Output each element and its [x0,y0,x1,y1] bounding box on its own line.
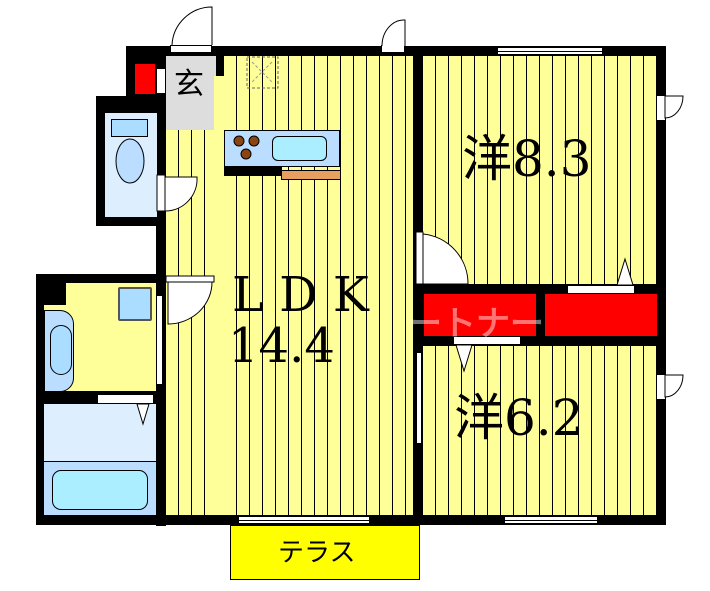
kitchen-base [224,166,282,176]
closet-1-sliding-door[interactable] [568,286,634,293]
ldk-label-line1: L D K [232,267,369,323]
ldk-top-door[interactable] [381,19,407,47]
western-room-1-floor [423,56,656,284]
washroom-door[interactable] [165,275,216,326]
toilet-door[interactable] [156,174,198,213]
genkan-label: 玄 [174,67,204,102]
western-room-2-ext-door-gap [657,375,665,399]
closet-1-door-marker [616,257,634,286]
bathtub [52,470,148,510]
closet-2-sliding-door[interactable] [454,337,520,344]
bathroom [44,404,156,462]
toilet-tank [111,119,148,137]
western-room-1-ext-door[interactable] [664,95,685,120]
western-room-1-label: 洋8.3 [462,130,592,188]
western-room-2-ext-door[interactable] [664,374,685,399]
western-room-2-floor [423,346,656,515]
bath-door-marker [136,403,150,426]
ldk-floor-notch [214,76,224,515]
kitchen-shelf [281,170,341,180]
entrance-door-gap [170,45,212,53]
bathroom-door[interactable] [98,395,153,403]
western-room-1-door[interactable] [415,231,472,286]
western-room-2-window[interactable] [505,516,597,524]
shoe-closet [135,64,155,94]
washroom-corner [44,283,66,305]
stove-burners-icon [233,135,260,160]
closet-2-door-marker [455,344,473,373]
genkan-floor [166,56,216,130]
western-room-2-sliding-door[interactable] [416,352,422,444]
washbasin-bowl [50,325,72,375]
western-room-2-label: 洋6.2 [454,389,584,447]
ldk-label-line2: 14.4 [228,318,335,374]
toilet-bowl-icon [115,138,145,184]
washing-machine-pan [118,287,152,321]
wall-top [214,46,666,56]
shoe-closet-door[interactable] [156,68,166,94]
closet-western-1 [545,294,657,336]
entrance-door[interactable] [170,5,214,47]
washroom-sliding-door[interactable] [156,295,163,385]
ceiling-hatch-icon [246,56,279,89]
western-room-1-window[interactable] [498,47,602,55]
western-room-1-ext-door-gap [657,96,665,120]
wall-corridor-inner [214,46,224,76]
ldk-terrace-window[interactable] [239,516,369,524]
terrace [230,525,420,580]
closet-western-2 [424,294,536,336]
kitchen-sink [272,136,327,161]
terrace-label: テラス [278,538,356,568]
